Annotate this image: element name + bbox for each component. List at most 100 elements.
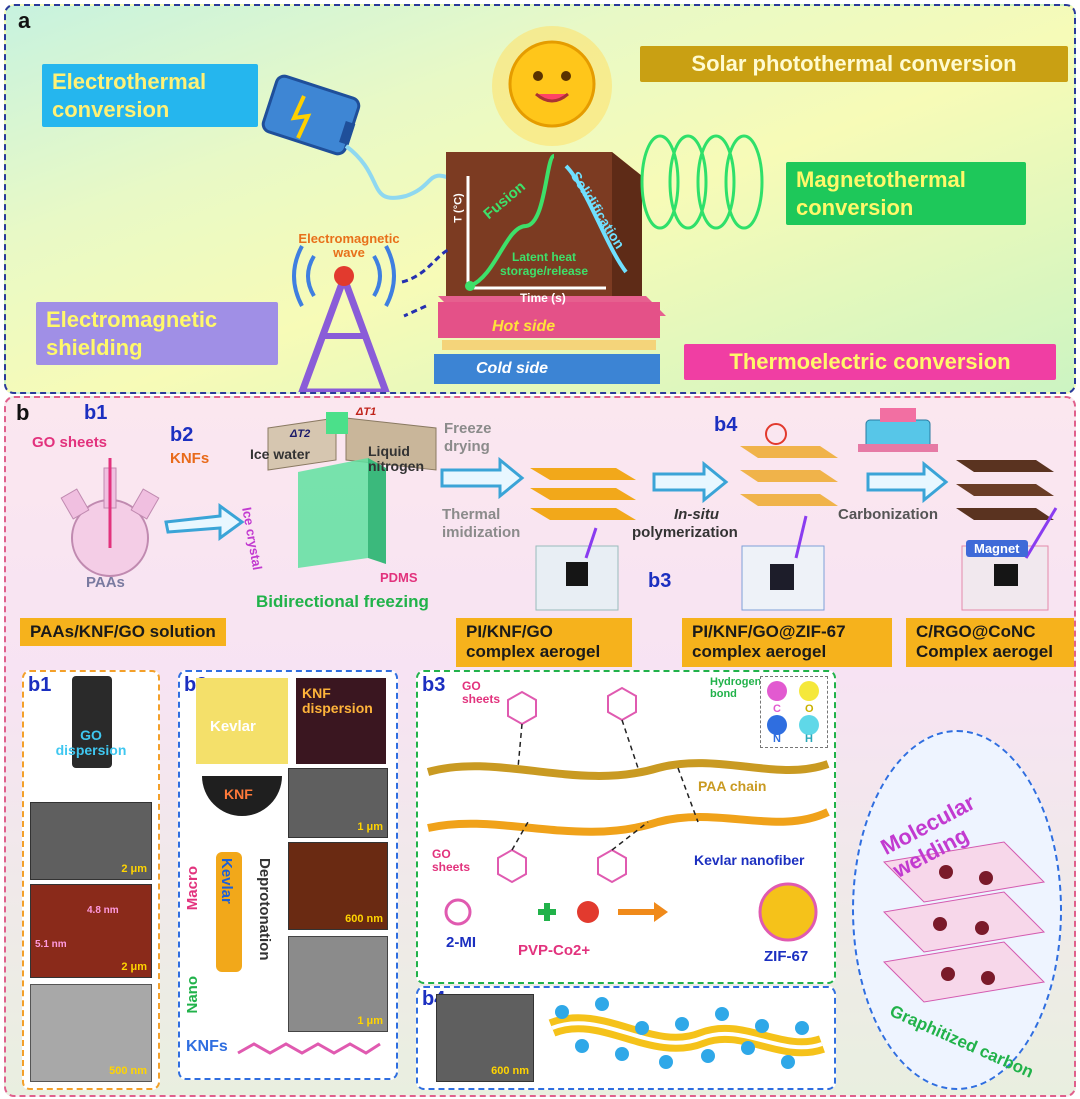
go-tem-image: 500 nm bbox=[30, 984, 152, 1082]
arrow-1 bbox=[164, 503, 245, 541]
panel-a-letter: a bbox=[18, 8, 31, 33]
go-sheets-label: GO sheets bbox=[32, 434, 108, 451]
phase-change-cube bbox=[446, 152, 642, 306]
carbon-aerogel-label: C/RGO@CoNC Complex aerogel bbox=[906, 618, 1074, 667]
em-wave-label: Electromagnetic wave bbox=[298, 231, 400, 261]
b3-panel: b3 GO sheets Hydrogen bond C O N H bbox=[416, 670, 836, 984]
zif-sem-image: 600 nm bbox=[436, 994, 534, 1082]
b4-scale: 600 nm bbox=[491, 1065, 529, 1077]
kevlar-photo: Kevlar bbox=[196, 678, 288, 764]
knfs-label: KNFs bbox=[170, 450, 210, 467]
panel-a-illustration bbox=[261, 26, 764, 392]
arrow-2 bbox=[440, 456, 525, 500]
knf-dispersion-photo: KNF dispersion bbox=[296, 678, 386, 764]
pvp-co-label: PVP-Co2+ bbox=[518, 942, 591, 959]
thermal-imidization-label: Thermal imidization bbox=[442, 506, 521, 541]
nano-label: Nano bbox=[184, 976, 201, 1014]
legend-c: C bbox=[773, 703, 781, 715]
pi-aerogel-icon bbox=[530, 468, 636, 520]
antenna-tower-icon bbox=[292, 245, 449, 392]
b1-scale-2: 2 μm bbox=[121, 961, 147, 973]
knf-tem-image: 1 μm bbox=[288, 936, 388, 1032]
b2-panel: b2 Kevlar KNF dispersion KNF 1 μm 600 nm… bbox=[178, 670, 398, 1080]
liquid-nitrogen-label: Liquid nitrogen bbox=[368, 443, 424, 475]
knf-sem-image: 1 μm bbox=[288, 768, 388, 838]
y-axis-label: T (°C) bbox=[452, 193, 465, 223]
panel-b-letter: b bbox=[16, 400, 30, 425]
knfs-bottom-label: KNFs bbox=[186, 1038, 228, 1055]
electrothermal-label: Electrothermal conversion bbox=[42, 64, 258, 127]
atom-legend: C O N H bbox=[760, 676, 828, 748]
solution-label: PAAs/KNF/GO solution bbox=[20, 618, 226, 647]
latent-heat-label: Latent heat storage/release bbox=[499, 250, 589, 279]
ice-water-label: Ice water bbox=[250, 446, 310, 462]
knf-chain-icon bbox=[237, 1042, 381, 1055]
thermoelectric-device bbox=[434, 296, 666, 384]
pi-aerogel-label: PI/KNF/GO complex aerogel bbox=[456, 618, 632, 667]
deprotonation-label: Deprotonation bbox=[256, 858, 273, 961]
knf-dispersion-label: KNF dispersion bbox=[302, 685, 373, 717]
b1-height-2: 5.1 nm bbox=[35, 939, 67, 950]
legend-h-dot bbox=[799, 715, 819, 735]
2mi-label: 2-MI bbox=[446, 934, 476, 951]
legend-o: O bbox=[805, 703, 814, 715]
b2-scale-1: 1 μm bbox=[357, 821, 383, 833]
paa-chain-label: PAA chain bbox=[698, 778, 767, 794]
legend-n: N bbox=[773, 733, 781, 745]
em-shielding-label: Electromagnetic shielding bbox=[36, 302, 278, 365]
kevlar-label: Kevlar bbox=[210, 718, 256, 735]
go-sheets-top-label: GO sheets bbox=[462, 679, 501, 707]
polymerization-label: polymerization bbox=[632, 524, 738, 541]
molecular-welding-oval: Molecular welding Graphitized carbon bbox=[852, 730, 1062, 1090]
freezing-mold-icon bbox=[267, 412, 437, 568]
b4-top-letter: b4 bbox=[714, 414, 738, 436]
go-dispersion-label: GO dispersion bbox=[55, 727, 127, 759]
go-sheets-bottom-label: GO sheets bbox=[432, 847, 471, 875]
magnetothermal-label: Magnetothermal conversion bbox=[786, 162, 1026, 225]
b3-top-letter: b3 bbox=[648, 570, 672, 592]
carbon-aerogel-icon bbox=[956, 460, 1054, 520]
battery-icon bbox=[261, 74, 361, 156]
kevlar-fiber-icon bbox=[216, 852, 242, 972]
b1-panel: b1 GO dispersion 2 μm 4.8 nm 5.1 nm 2 μm… bbox=[22, 670, 160, 1090]
legend-n-dot bbox=[767, 715, 787, 735]
b1-scale-3: 500 nm bbox=[109, 1065, 147, 1077]
b1-scale-1: 2 μm bbox=[121, 863, 147, 875]
arrow-4 bbox=[866, 460, 949, 504]
macro-label: Macro bbox=[184, 866, 201, 911]
go-sem-image: 2 μm bbox=[30, 802, 152, 880]
b4-panel: b4 600 nm bbox=[416, 986, 836, 1090]
knf-label: KNF bbox=[224, 786, 253, 802]
cold-side-label: Cold side bbox=[476, 360, 549, 377]
magnetic-coil-icon bbox=[640, 134, 764, 230]
b2-scale-2: 600 nm bbox=[345, 913, 383, 925]
graphitized-carbon-diagram bbox=[882, 841, 1046, 1003]
carbonization-label: Carbonization bbox=[838, 506, 938, 523]
solar-label: Solar photothermal conversion bbox=[640, 46, 1068, 82]
cable-icon bbox=[344, 144, 457, 200]
knf-bowl-photo: KNF bbox=[202, 776, 282, 816]
legend-h: H bbox=[805, 733, 813, 745]
b2-scale-3: 1 μm bbox=[357, 1015, 383, 1027]
hydrogen-bond-label: Hydrogen bond bbox=[710, 676, 762, 701]
knf-afm-image: 600 nm bbox=[288, 842, 388, 930]
pdms-label: PDMS bbox=[380, 570, 418, 585]
zif-aerogel-icon bbox=[740, 423, 838, 506]
zif-aerogel-label: PI/KNF/GO@ZIF-67 complex aerogel bbox=[682, 618, 892, 667]
go-afm-image: 4.8 nm 5.1 nm 2 μm bbox=[30, 884, 152, 978]
arrow-3 bbox=[652, 460, 729, 504]
panel-b: b b1 b2 b3 b4 GO sheets KNFs PAAs bbox=[4, 396, 1076, 1097]
b1-letter: b1 bbox=[28, 674, 52, 696]
b3-letter: b3 bbox=[422, 674, 446, 696]
b1-height-1: 4.8 nm bbox=[87, 905, 119, 916]
panel-a: a Electrothermal conversion Solar photot… bbox=[4, 4, 1076, 394]
process-flow-illustration bbox=[60, 408, 1058, 611]
sun-icon bbox=[492, 26, 612, 146]
zif67-label: ZIF-67 bbox=[764, 948, 809, 965]
x-axis-label: Time (s) bbox=[520, 291, 566, 305]
legend-c-dot bbox=[767, 681, 787, 701]
in-situ-label: In-situ bbox=[674, 506, 719, 523]
furnace-icon bbox=[858, 408, 938, 452]
kevlar-fiber-label: Kevlar bbox=[218, 858, 235, 904]
thermoelectric-label: Thermoelectric conversion bbox=[684, 344, 1056, 380]
